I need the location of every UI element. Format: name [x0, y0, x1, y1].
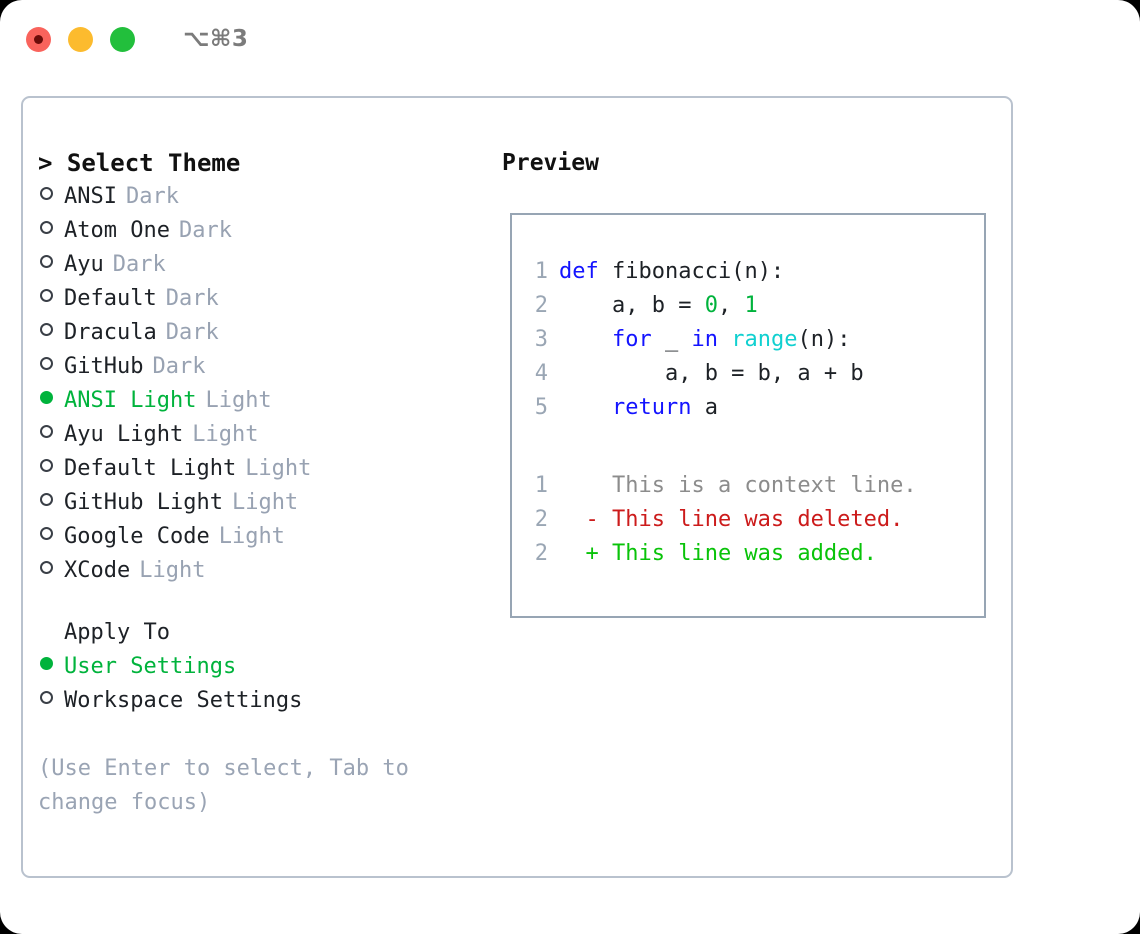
theme-option-6[interactable]: ANSI Light Light — [38, 384, 498, 418]
theme-option-label: Atom One — [64, 218, 170, 243]
theme-option-label: Google Code — [64, 524, 210, 549]
diff-line: 2 + This line was added. — [526, 537, 984, 571]
code-token: in — [691, 327, 718, 352]
code-token: a, b = — [559, 293, 705, 318]
line-number: 5 — [534, 395, 548, 420]
title-bar: ⌥⌘3 — [0, 0, 1140, 78]
theme-option-tag: Light — [231, 490, 299, 515]
diff-marker: - — [559, 507, 612, 532]
select-theme-header: > Select Theme — [38, 149, 241, 177]
code-token: for — [611, 327, 652, 352]
theme-option-8[interactable]: Default Light Light — [38, 452, 498, 486]
theme-option-tag: Light — [192, 422, 259, 447]
theme-option-tag: Light — [218, 524, 285, 549]
theme-option-tag: Dark — [125, 184, 179, 209]
code-token: (n): — [797, 327, 851, 352]
theme-option-4[interactable]: Dracula Dark — [38, 316, 498, 350]
theme-option-label: GitHub — [64, 354, 144, 379]
line-number: 2 — [534, 507, 548, 532]
theme-option-tag: Light — [205, 388, 272, 413]
theme-option-tag: Dark — [165, 320, 219, 345]
theme-option-11[interactable]: XCode Light — [38, 554, 498, 588]
theme-option-1[interactable]: Atom One Dark — [38, 214, 498, 248]
code-line: 1 def fibonacci(n): — [526, 255, 984, 289]
code-token — [559, 327, 612, 352]
theme-option-label: Ayu Light — [64, 422, 184, 447]
code-token: 1 — [744, 293, 758, 318]
code-token: a — [691, 395, 718, 420]
theme-option-tag: Dark — [152, 354, 206, 379]
code-token — [559, 395, 612, 420]
apply-to-option-label: Workspace Settings — [64, 688, 303, 713]
code-token — [718, 327, 731, 352]
theme-option-tag: Light — [245, 456, 312, 481]
code-token: range — [731, 327, 798, 352]
diff-marker — [559, 473, 612, 498]
apply-to-label: Apply To — [64, 620, 170, 645]
theme-option-tag: Light — [139, 558, 206, 583]
window-controls — [26, 26, 135, 52]
code-token: fibonacci(n): — [598, 259, 785, 284]
theme-option-label: GitHub Light — [64, 490, 223, 515]
theme-option-label: Ayu — [64, 252, 104, 277]
code-token: 0 — [704, 293, 718, 318]
theme-option-label: ANSI Light — [64, 388, 197, 413]
line-number: 1 — [534, 259, 548, 284]
line-number: 2 — [534, 541, 548, 566]
code-line: 4 a, b = b, a + b — [526, 357, 984, 391]
line-number: 2 — [534, 293, 548, 318]
close-button[interactable] — [26, 26, 51, 52]
diff-marker: + — [559, 541, 612, 566]
code-token: , — [717, 293, 745, 318]
preview-title: Preview — [502, 150, 599, 176]
theme-option-label: Default Light — [64, 456, 237, 481]
diff-text: This line was deleted. — [611, 507, 904, 532]
theme-option-5[interactable]: GitHub Dark — [38, 350, 498, 384]
theme-option-tag: Dark — [165, 286, 219, 311]
diff-text: This line was added. — [611, 541, 877, 566]
code-token: return — [611, 395, 692, 420]
diff-line: 1 This is a context line. — [526, 469, 984, 503]
theme-option-label: Dracula — [64, 320, 157, 345]
theme-option-2[interactable]: Ayu Dark — [38, 248, 498, 282]
theme-option-label: XCode — [64, 558, 131, 583]
keyboard-hint-text: (Use Enter to select, Tab to change focu… — [38, 756, 409, 815]
diff-line: 2 - This line was deleted. — [526, 503, 984, 537]
theme-option-tag: Dark — [178, 218, 232, 243]
minimize-button[interactable] — [68, 26, 93, 52]
code-token: _ — [651, 327, 692, 352]
line-number: 4 — [534, 361, 548, 386]
diff-sample: 1 This is a context line.2 - This line w… — [526, 469, 984, 571]
theme-option-label: Default — [64, 286, 157, 311]
maximize-button[interactable] — [110, 26, 135, 52]
apply-to-option-label: User Settings — [64, 654, 237, 679]
theme-option-tag: Dark — [112, 252, 166, 277]
line-number: 3 — [534, 327, 548, 352]
diff-text: This is a context line. — [611, 473, 917, 498]
code-line: 2 a, b = 0, 1 — [526, 289, 984, 323]
theme-option-0[interactable]: ANSI Dark — [38, 180, 498, 214]
keyboard-shortcut-label: ⌥⌘3 — [183, 26, 249, 52]
code-token: a, b = b, a + b — [559, 361, 864, 386]
line-number: 1 — [534, 473, 548, 498]
code-line: 3 for _ in range(n): — [526, 323, 984, 357]
theme-option-9[interactable]: GitHub Light Light — [38, 486, 498, 520]
code-token: def — [559, 259, 599, 284]
theme-option-7[interactable]: Ayu Light Light — [38, 418, 498, 452]
theme-option-3[interactable]: Default Dark — [38, 282, 498, 316]
apply-to-option-0[interactable]: User Settings — [38, 650, 498, 684]
apply-to-option-1[interactable]: Workspace Settings — [38, 684, 498, 718]
theme-option-10[interactable]: Google Code Light — [38, 520, 498, 554]
code-line: 5 return a — [526, 391, 984, 425]
theme-option-label: ANSI — [64, 184, 117, 209]
